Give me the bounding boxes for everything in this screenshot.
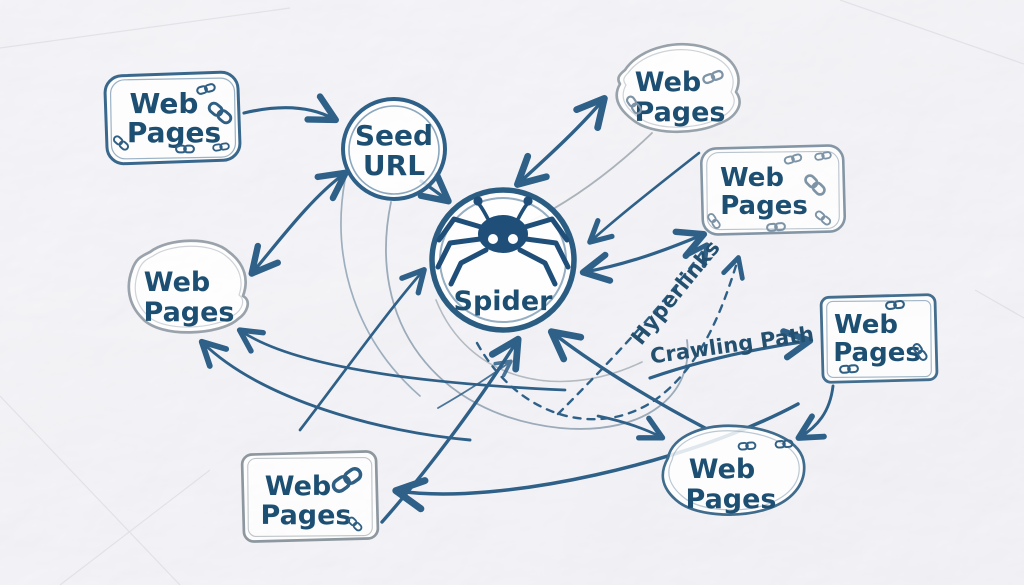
- edge-hyperlink-dashed-2: [475, 255, 745, 421]
- node-label: Pages: [127, 116, 221, 149]
- edge-rightrect-to-spider: [587, 151, 701, 245]
- node-web-pages-bottom: Web Pages: [240, 450, 380, 543]
- node-label: Web: [720, 163, 784, 193]
- spider-icon: [435, 196, 571, 287]
- node-label: Pages: [144, 297, 235, 328]
- node-label: Pages: [686, 484, 777, 515]
- edge-crawling-path: [648, 328, 814, 380]
- node-web-pages-right: Web Pages: [699, 144, 847, 236]
- edge-into-leftblob-1: [198, 338, 472, 442]
- edge-topleft-to-seed: [242, 93, 339, 124]
- node-label: Seed: [355, 119, 433, 152]
- node-label: Web: [265, 471, 331, 502]
- node-label: Web: [834, 310, 898, 340]
- node-web-pages-left: Web Pages: [127, 239, 250, 334]
- edge-farright-to-bottomblob: [795, 384, 835, 441]
- edge-spider-rightrect: [579, 228, 708, 284]
- node-label: Pages: [833, 338, 921, 368]
- edge-into-spider-bottom-3: [437, 359, 513, 409]
- edge-into-leftblob-2: [236, 327, 567, 392]
- node-label: Pages: [261, 500, 352, 531]
- node-web-pages-bottom-right: Web Pages: [661, 424, 806, 516]
- edge-into-spider-bottom-2: [547, 328, 707, 430]
- node-label: Pages: [635, 97, 726, 128]
- node-web-pages-far-right: Web Pages: [819, 293, 939, 384]
- node-label: Spider: [454, 286, 554, 317]
- node-label: Web: [144, 267, 210, 298]
- edge-into-spider-left: [298, 267, 427, 432]
- node-label: Web: [689, 454, 755, 485]
- node-label: Pages: [720, 191, 808, 221]
- node-web-pages-top-right: Web Pages: [615, 42, 741, 134]
- edge-spider-topright: [514, 94, 608, 188]
- edge-into-bottomblob: [596, 414, 666, 441]
- tangle-curve: [385, 201, 689, 430]
- node-spider: Spider: [429, 187, 577, 333]
- edge-hyperlink-dashed-1: [556, 242, 710, 416]
- node-seed-url: Seed URL: [341, 97, 447, 201]
- node-label: URL: [363, 149, 425, 182]
- edge-seed-leftblob: [248, 169, 349, 277]
- node-web-pages-top-left: Web Pages: [103, 70, 242, 166]
- node-label: Web: [635, 67, 701, 98]
- edge-layer: [198, 93, 835, 524]
- node-label: Web: [130, 87, 199, 120]
